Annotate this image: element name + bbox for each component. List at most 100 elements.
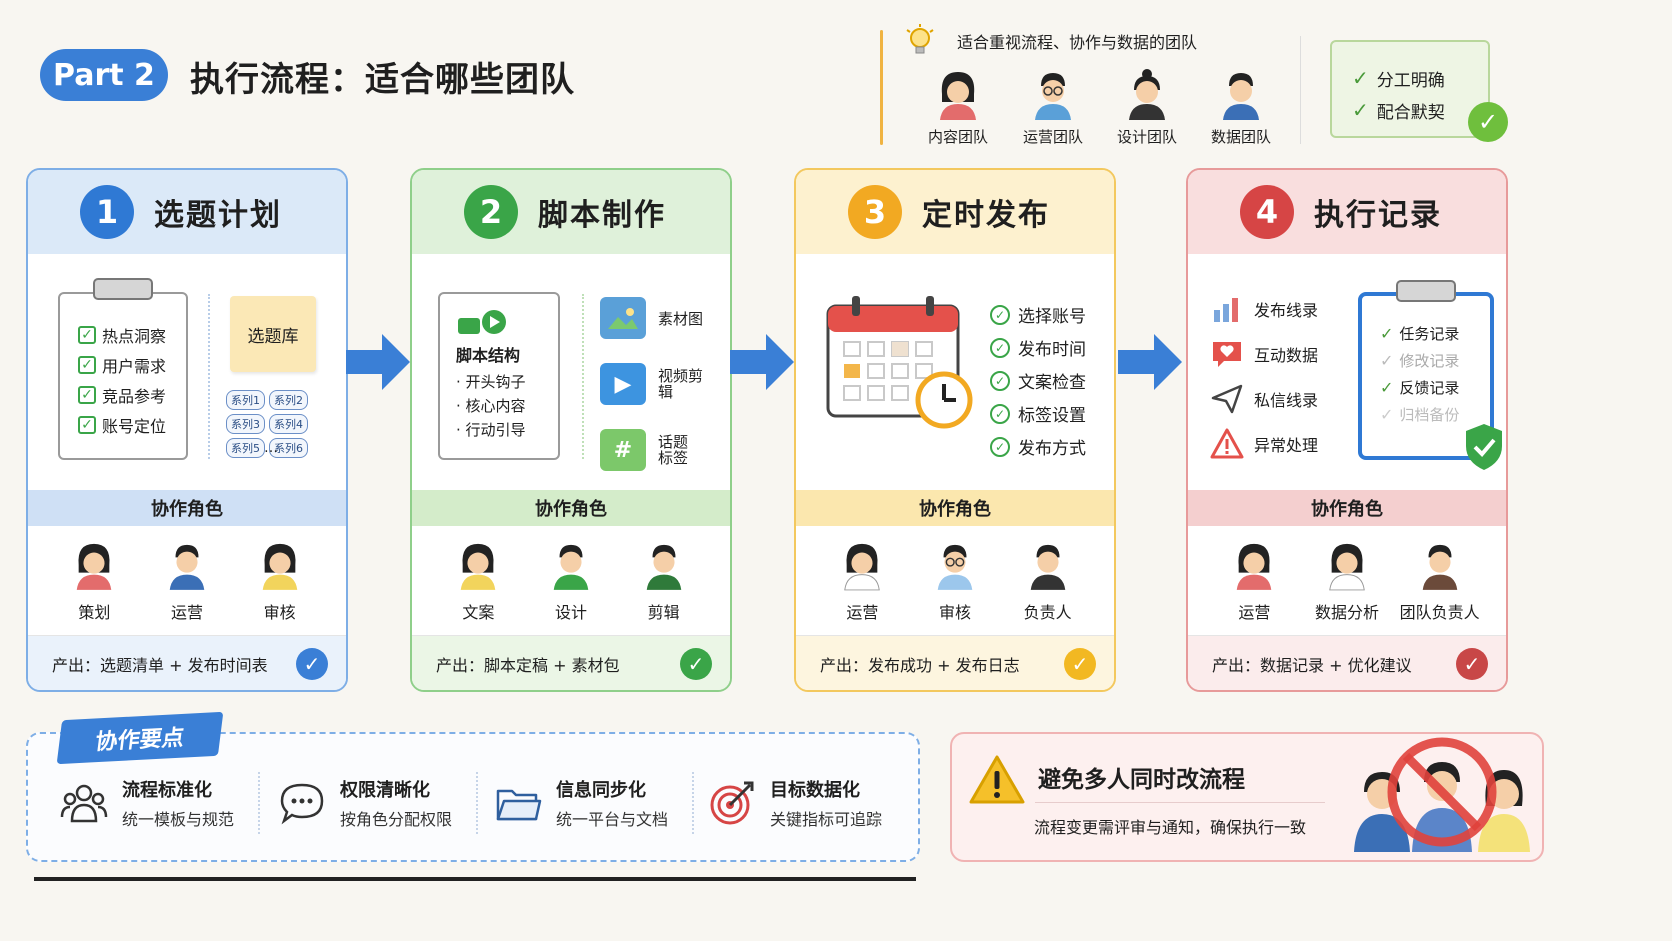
step-output: 产出：发布成功 + 发布日志 ✓ bbox=[796, 636, 1114, 690]
woman-avatar-icon bbox=[1237, 543, 1272, 590]
checklist-item: ✓用户需求 bbox=[78, 350, 186, 380]
checkbox-icon: ✓ bbox=[78, 416, 96, 434]
step-number: 3 bbox=[848, 185, 902, 239]
checklist-item: ✓发布方式 bbox=[990, 430, 1086, 463]
checkbox-icon: ✓ bbox=[78, 356, 96, 374]
role-item: 审核 bbox=[235, 539, 325, 623]
team-label: 运营团队 bbox=[1022, 128, 1083, 146]
asset-item: ▶ 视频剪辑 bbox=[600, 358, 720, 410]
check-circle-icon: ✓ bbox=[990, 403, 1010, 424]
roles-header: 协作角色 bbox=[1188, 490, 1506, 526]
more-indicator: … bbox=[264, 440, 278, 456]
arrow-right-icon bbox=[1118, 334, 1182, 390]
shield-check-icon bbox=[1466, 424, 1502, 470]
tip-item: 信息同步化统一平台与文档 bbox=[494, 776, 668, 830]
woman-avatar-icon bbox=[844, 543, 881, 590]
team-content: 内容团队 bbox=[913, 68, 1003, 147]
roles-header: 协作角色 bbox=[28, 490, 346, 526]
heart-message-icon bbox=[1213, 341, 1241, 367]
asset-item: # 话题标签 bbox=[600, 424, 720, 476]
arrow-right-icon bbox=[730, 334, 794, 390]
topic-chip: 系列3 bbox=[226, 414, 265, 434]
teams-caption: 适合重视流程、协作与数据的团队 bbox=[957, 33, 1198, 52]
role-item: 运营 bbox=[817, 539, 907, 623]
man-glasses-avatar-icon bbox=[937, 544, 973, 590]
woman-bun-avatar-icon bbox=[1129, 69, 1165, 120]
video-play-icon: ▶ bbox=[600, 363, 646, 405]
man-avatar-icon bbox=[646, 544, 681, 590]
roles-row: 运营 审核 负责人 bbox=[796, 526, 1114, 636]
man-avatar-icon bbox=[1223, 73, 1259, 120]
bottom-rule bbox=[34, 877, 916, 881]
tip-item: 目标数据化关键指标可追踪 bbox=[708, 776, 882, 830]
tips-tag: 协作要点 bbox=[56, 711, 224, 765]
lightbulb-icon bbox=[906, 24, 934, 54]
topic-chip: 系列2 bbox=[269, 390, 308, 410]
step-output: 产出：数据记录 + 优化建议 ✓ bbox=[1188, 636, 1506, 690]
checklist-item: ✓热点洞察 bbox=[78, 320, 186, 350]
tip-divider bbox=[692, 772, 694, 834]
woman-avatar-icon bbox=[1329, 543, 1365, 590]
checklist-item: ✓发布时间 bbox=[990, 331, 1086, 364]
step-number: 1 bbox=[80, 185, 134, 239]
send-icon bbox=[1211, 384, 1243, 413]
checklist-item: ✓竞品参考 bbox=[78, 380, 186, 410]
board-item: ✓反馈记录 bbox=[1380, 378, 1460, 397]
step-number: 4 bbox=[1240, 185, 1294, 239]
team-label: 数据团队 bbox=[1210, 128, 1271, 146]
tip-item: 权限清晰化按角色分配权限 bbox=[278, 776, 452, 830]
role-item: 团队负责人 bbox=[1395, 539, 1485, 623]
man-avatar-icon bbox=[169, 544, 205, 590]
check-circle-icon: ✓ bbox=[990, 436, 1010, 457]
team-label: 设计团队 bbox=[1116, 128, 1177, 146]
check-circle-icon: ✓ bbox=[990, 304, 1010, 325]
topic-chip: 系列5 bbox=[226, 438, 265, 458]
step-card-2: 2 脚本制作 脚本结构 · 开头钩子 · 核心内容 · 行动引导 素材图 bbox=[410, 168, 732, 692]
tip-item: 流程标准化统一模板与规范 bbox=[60, 776, 234, 830]
step-output: 产出：脚本定稿 + 素材包 ✓ bbox=[412, 636, 730, 690]
board-item: ✓任务记录 bbox=[1380, 324, 1460, 343]
check-badge-icon: ✓ bbox=[1064, 648, 1096, 680]
chat-icon bbox=[280, 783, 324, 825]
log-item: 私信线录 bbox=[1210, 376, 1318, 421]
check-badge-icon: ✓ bbox=[1456, 648, 1488, 680]
check-icon: ✓ bbox=[1352, 66, 1369, 90]
check-badge-icon: ✓ bbox=[296, 648, 328, 680]
step-title: 执行记录 bbox=[1314, 198, 1442, 233]
topic-chip: 系列1 bbox=[226, 390, 265, 410]
doc-item: · 行动引导 bbox=[456, 421, 526, 439]
log-item: 互动数据 bbox=[1210, 331, 1318, 376]
man-glasses-avatar-icon bbox=[1035, 73, 1071, 120]
output-text: 产出：脚本定稿 + 素材包 bbox=[436, 656, 620, 675]
roles-row: 策划 运营 审核 bbox=[28, 526, 346, 636]
check-icon: ✓ bbox=[1380, 324, 1394, 343]
role-item: 剪辑 bbox=[619, 539, 709, 623]
team-label: 内容团队 bbox=[927, 128, 988, 146]
step-card-3: 3 定时发布 ✓选择账号 ✓发布时间 ✓文案检查 ✓标签设置 ✓发布方式 bbox=[794, 168, 1116, 692]
man-avatar-icon bbox=[1030, 544, 1065, 590]
output-text: 产出：发布成功 + 发布日志 bbox=[820, 656, 1020, 675]
role-item: 文案 bbox=[433, 539, 523, 623]
step-header: 2 脚本制作 bbox=[412, 170, 730, 254]
checklist-item: ✓文案检查 bbox=[990, 364, 1086, 397]
topic-chip-group: 系列1 系列2 系列3 系列4 系列5 系列6 bbox=[226, 390, 326, 458]
step-title: 选题计划 bbox=[154, 198, 282, 233]
check-badge-icon: ✓ bbox=[680, 648, 712, 680]
warning-subtitle: 流程变更需评审与通知，确保执行一致 bbox=[1034, 818, 1307, 837]
step-header: 1 选题计划 bbox=[28, 170, 346, 254]
doc-title: 脚本结构 bbox=[456, 346, 521, 365]
checkbox-icon: ✓ bbox=[78, 326, 96, 344]
topic-chip: 系列4 bbox=[269, 414, 308, 434]
warning-triangle-icon bbox=[969, 755, 1025, 804]
clipboard: ✓热点洞察 ✓用户需求 ✓竞品参考 ✓账号定位 bbox=[58, 278, 188, 460]
role-item: 审核 bbox=[910, 539, 1000, 623]
roles-row: 运营 数据分析 团队负责人 bbox=[1188, 526, 1506, 636]
woman-avatar-icon bbox=[461, 543, 496, 590]
board-item: ✓修改记录 bbox=[1380, 351, 1460, 370]
role-item: 数据分析 bbox=[1302, 539, 1392, 623]
publish-checklist: ✓选择账号 ✓发布时间 ✓文案检查 ✓标签设置 ✓发布方式 bbox=[990, 298, 1086, 463]
step-body: ✓选择账号 ✓发布时间 ✓文案检查 ✓标签设置 ✓发布方式 bbox=[796, 254, 1114, 490]
tip-divider bbox=[476, 772, 478, 834]
role-item: 运营 bbox=[142, 539, 232, 623]
checklist-item: ✓账号定位 bbox=[78, 410, 186, 440]
